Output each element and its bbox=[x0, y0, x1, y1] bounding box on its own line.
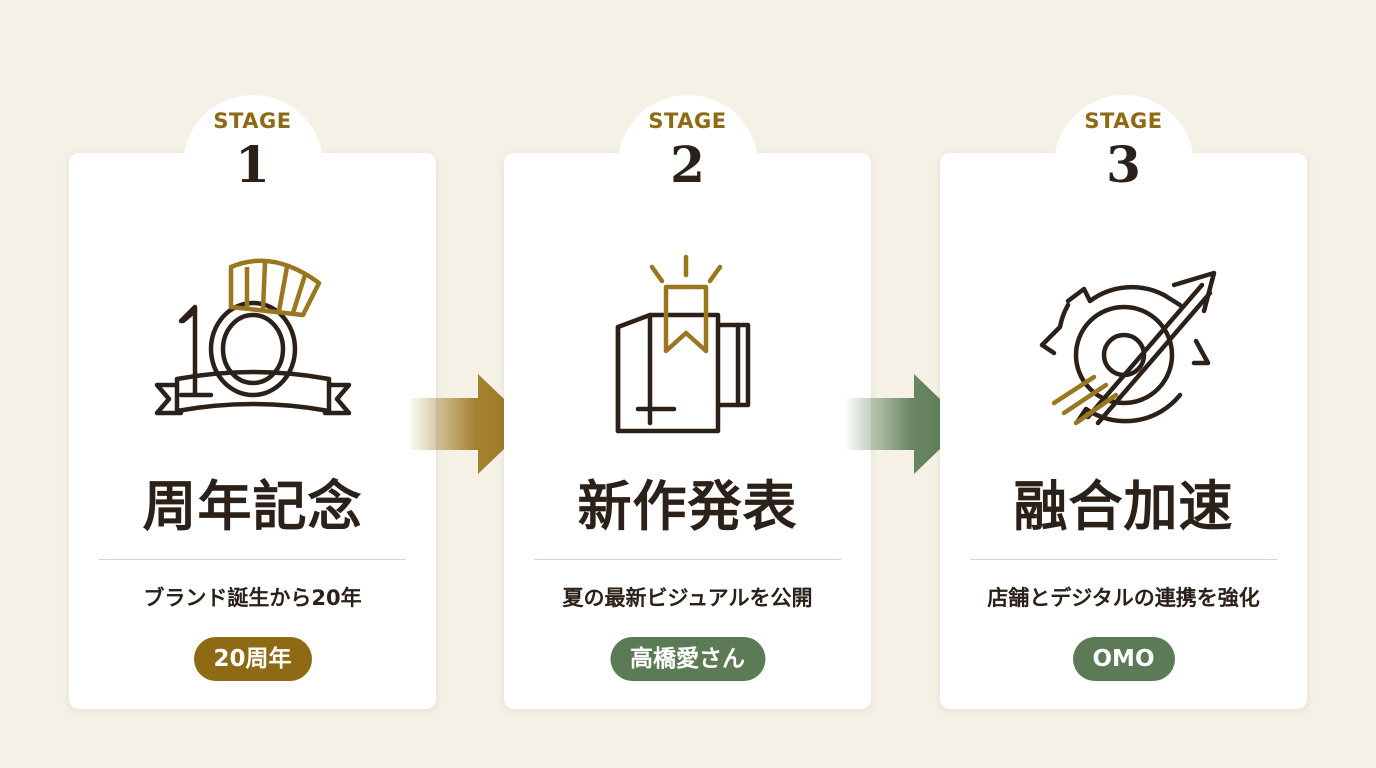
stage-number: 3 bbox=[1106, 135, 1141, 194]
divider bbox=[970, 559, 1277, 560]
stage-label: STAGE bbox=[648, 109, 727, 133]
stage-card-1: STAGE 1 bbox=[69, 95, 436, 709]
stage-title: 周年記念 bbox=[142, 474, 363, 538]
stage-description: 店舗とデジタルの連携を強化 bbox=[987, 586, 1260, 610]
stage-number: 1 bbox=[235, 135, 270, 194]
stage-label: STAGE bbox=[213, 109, 292, 133]
anniversary-10-icon bbox=[154, 258, 351, 416]
stage-label: STAGE bbox=[1084, 109, 1163, 133]
divider bbox=[99, 559, 406, 560]
stage-card-3: STAGE 3 bbox=[940, 95, 1307, 709]
stage-title: 新作発表 bbox=[577, 474, 798, 538]
stage-description: 夏の最新ビジュアルを公開 bbox=[562, 586, 813, 610]
fusion-acceleration-icon bbox=[1039, 270, 1216, 426]
arrow-right-icon bbox=[408, 374, 530, 474]
divider bbox=[534, 559, 841, 560]
stage-title: 融合加速 bbox=[1013, 474, 1234, 538]
stage-description: ブランド誕生から20年 bbox=[143, 586, 362, 610]
stage-number: 2 bbox=[670, 135, 705, 194]
arrow-right-icon bbox=[844, 374, 966, 474]
new-release-book-icon bbox=[615, 254, 750, 434]
stage-badge: OMO bbox=[1072, 637, 1175, 681]
stage-tab bbox=[182, 95, 323, 235]
stage-tab bbox=[1053, 95, 1194, 235]
stage-tab bbox=[617, 95, 758, 235]
stage-badge: 高橋愛さん bbox=[610, 637, 765, 681]
stage-card-2: STAGE 2 bbox=[504, 95, 871, 709]
stage-badge: 20周年 bbox=[193, 637, 312, 681]
